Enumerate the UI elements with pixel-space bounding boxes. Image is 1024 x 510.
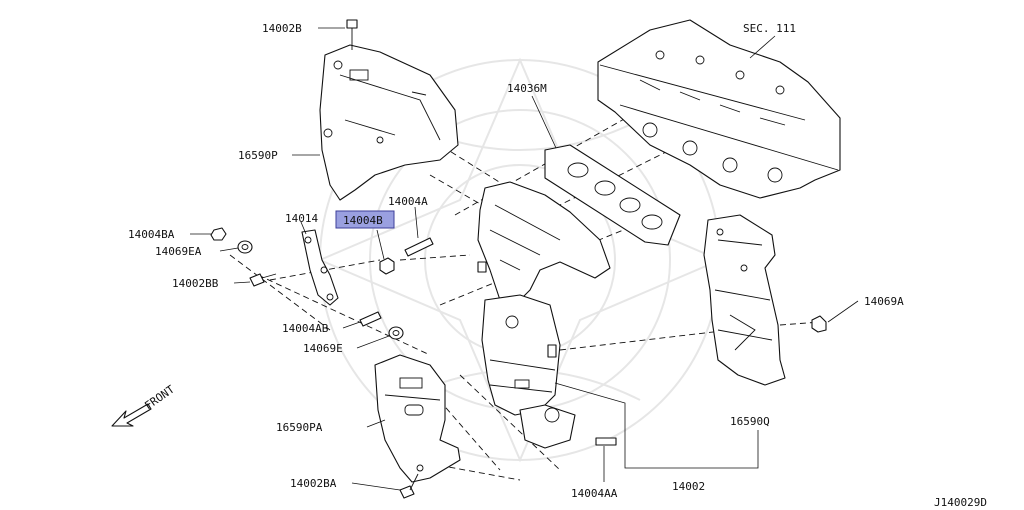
stud-14004AB[interactable]: [359, 311, 382, 327]
label-14004A[interactable]: 14004A: [388, 195, 428, 208]
bracket-14014[interactable]: [301, 229, 339, 306]
washer-14069EA[interactable]: [237, 240, 253, 254]
label-14002BA[interactable]: 14002BA: [290, 477, 337, 490]
label-14004BA[interactable]: 14004BA: [128, 228, 175, 241]
heat-insulator-lower[interactable]: [374, 354, 461, 483]
highlight-box: [335, 210, 395, 229]
washer-14069E[interactable]: [388, 326, 404, 340]
label-14014[interactable]: 14014: [285, 212, 318, 225]
label-16590Q[interactable]: 16590Q: [730, 415, 770, 428]
bolt-14002BB[interactable]: [249, 273, 277, 287]
label-16590P[interactable]: 16590P: [238, 149, 278, 162]
label-14002B[interactable]: 14002B: [262, 22, 302, 35]
nut-14004BA[interactable]: [210, 227, 227, 241]
label-14069A[interactable]: 14069A: [864, 295, 904, 308]
label-16590PA[interactable]: 16590PA: [276, 421, 323, 434]
label-front: FRONT: [142, 383, 177, 413]
manifold-gasket[interactable]: [544, 144, 681, 246]
heat-insulator-upper[interactable]: [319, 44, 459, 201]
label-14002BB[interactable]: 14002BB: [172, 277, 219, 290]
stud-14004A[interactable]: [404, 237, 434, 257]
label-14004AA[interactable]: 14004AA: [571, 487, 618, 500]
label-14069EA[interactable]: 14069EA: [155, 245, 202, 258]
cylinder-head[interactable]: [597, 19, 841, 199]
bolt-14002BA[interactable]: [399, 473, 419, 499]
label-14002[interactable]: 14002: [672, 480, 705, 493]
label-14004AB[interactable]: 14004AB: [282, 322, 329, 335]
label-14036M[interactable]: 14036M: [507, 82, 547, 95]
nut-14004B[interactable]: [379, 257, 395, 275]
exhaust-manifold[interactable]: [477, 181, 611, 449]
heat-insulator-16590Q[interactable]: [703, 214, 786, 386]
stud-14004AA[interactable]: [595, 437, 617, 446]
bolt-14002B[interactable]: [346, 19, 358, 50]
label-14004B[interactable]: 14004B: [343, 214, 383, 227]
label-sec111[interactable]: SEC. 111: [743, 22, 796, 35]
front-arrow: [111, 403, 152, 427]
diagram-id: J140029D: [934, 496, 987, 509]
leader-lines: [190, 27, 859, 491]
bolt-14069A[interactable]: [811, 315, 827, 333]
label-14069E[interactable]: 14069E: [303, 342, 343, 355]
